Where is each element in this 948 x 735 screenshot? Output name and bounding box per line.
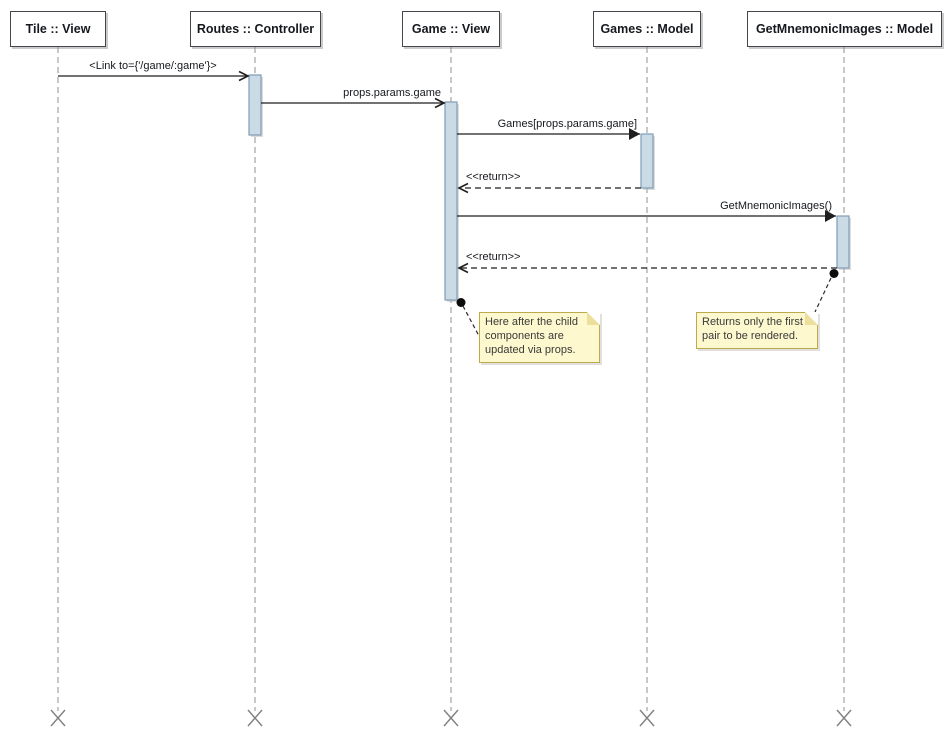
participant-box-game-view: Game :: View: [402, 11, 500, 47]
participant-label: GetMnemonicImages :: Model: [755, 22, 934, 36]
message-label-props-params-game: props.params.game: [343, 87, 441, 99]
destroy-cross-tile-view: [50, 709, 66, 727]
activation-routes-controller: [248, 74, 262, 136]
note-fold-icon: [587, 312, 600, 325]
participant-box-routes-controller: Routes :: Controller: [190, 11, 321, 47]
destroy-cross-game-view: [443, 709, 459, 727]
note-updated-via-props: Here after the child components are upda…: [479, 312, 600, 363]
note-text: Here after the child components are upda…: [485, 316, 578, 356]
destroy-cross-routes-controller: [247, 709, 263, 727]
activation-getmnemonicimages-model: [836, 215, 850, 269]
destroy-cross-games-model: [639, 709, 655, 727]
message-label-getmnemonicimages-call: GetMnemonicImages(): [720, 200, 832, 212]
note-returns-first-pair: Returns only the first pair to be render…: [696, 312, 818, 349]
message-label-return-2: <<return>>: [466, 251, 521, 263]
participant-label: Tile :: View: [25, 22, 91, 36]
note-link-game-view: [462, 305, 480, 337]
participant-label: Routes :: Controller: [196, 22, 315, 36]
message-label-games-lookup: Games[props.params.game]: [497, 118, 637, 130]
note-link-getmnemonicimages: [814, 277, 832, 313]
participant-box-tile-view: Tile :: View: [10, 11, 106, 47]
note-anchor-dot-game-view: [456, 298, 466, 307]
note-fold-icon: [805, 312, 818, 325]
activation-games-model: [640, 133, 654, 189]
note-anchor-dot-getmnemonicimages: [829, 269, 839, 278]
note-text: Returns only the first pair to be render…: [702, 316, 803, 342]
participant-box-getmnemonicimages-model: GetMnemonicImages :: Model: [747, 11, 942, 47]
destroy-cross-getmnemonicimages-model: [836, 709, 852, 727]
message-label-link-to-game: <Link to={'/game/:game'}>: [89, 60, 217, 72]
participant-label: Game :: View: [411, 22, 491, 36]
participant-label: Games :: Model: [600, 22, 694, 36]
message-label-return-1: <<return>>: [466, 171, 521, 183]
activation-game-view: [444, 101, 458, 301]
participant-box-games-model: Games :: Model: [593, 11, 701, 47]
